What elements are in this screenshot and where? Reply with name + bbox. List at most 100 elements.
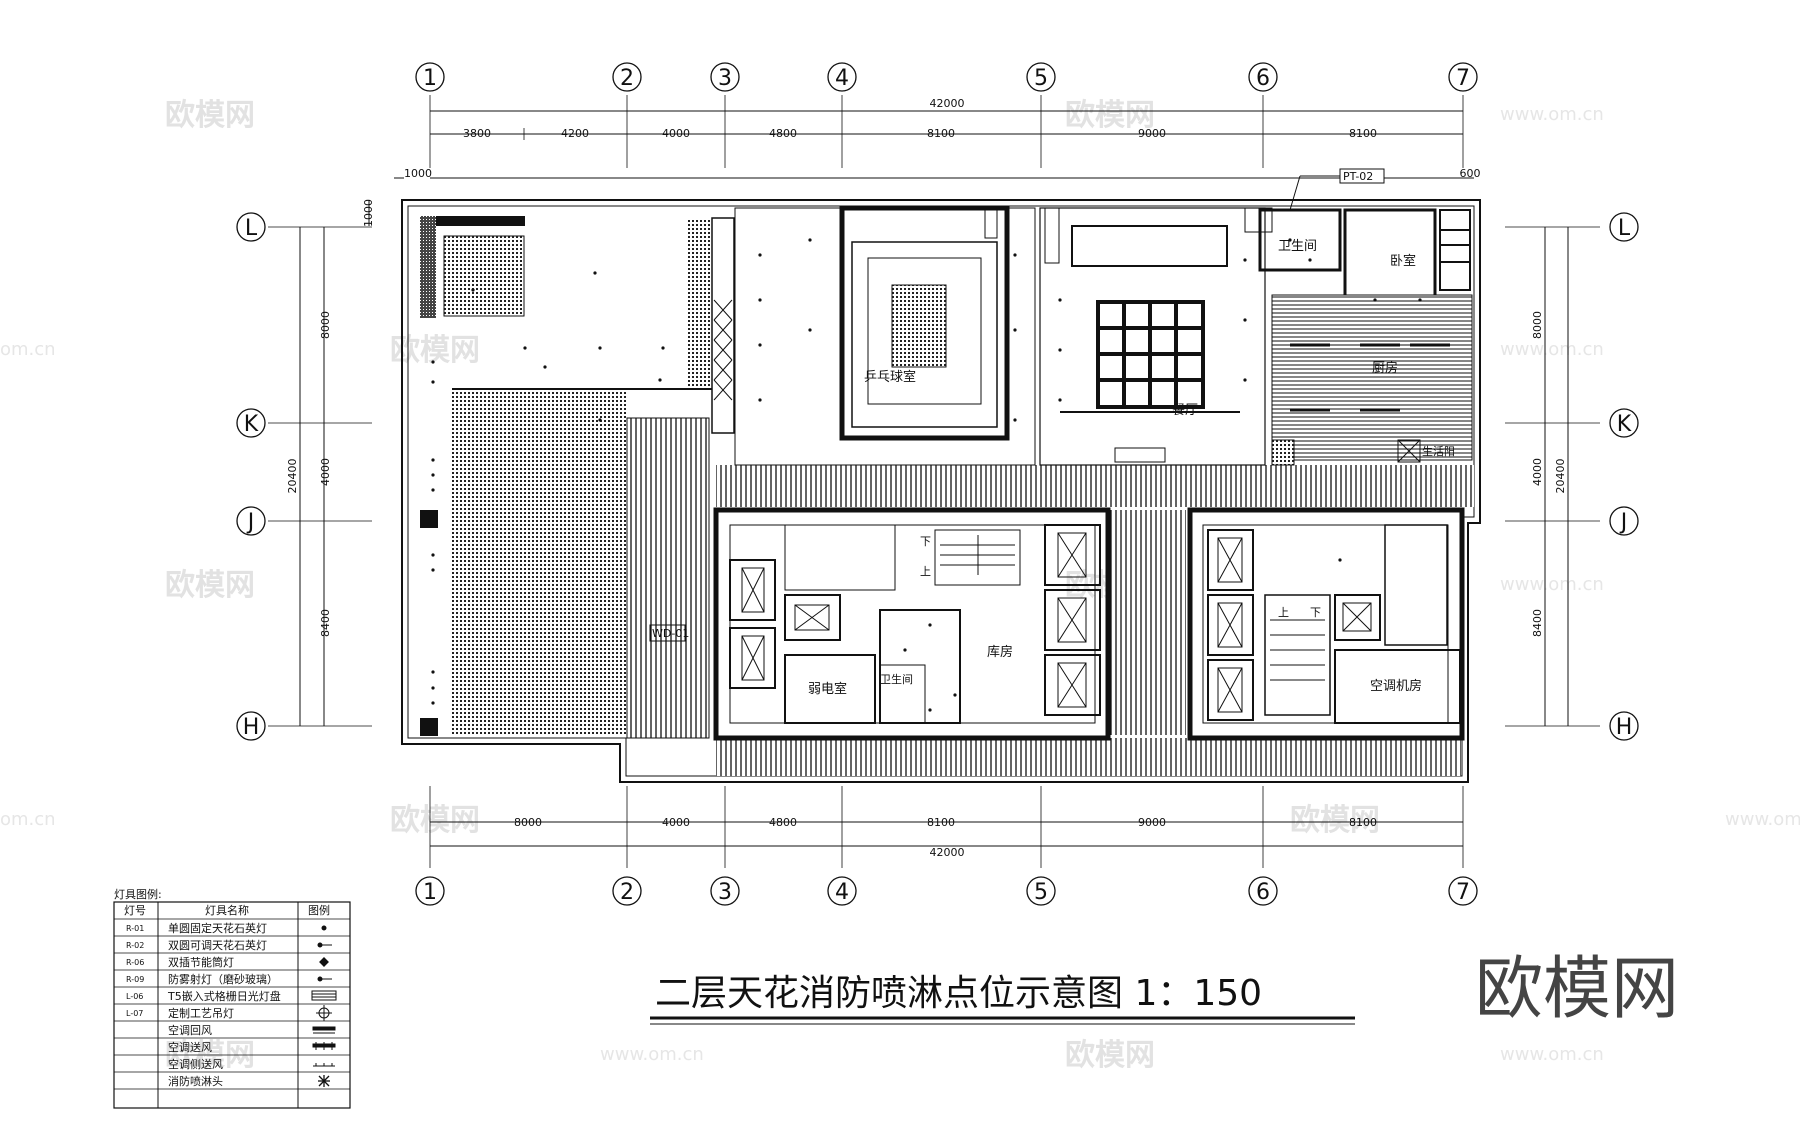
watermark-url: www.om.cn (1725, 809, 1800, 830)
axis-col-label: 4 (835, 880, 849, 905)
watermark-url: www.om.cn (600, 1044, 704, 1065)
legend-name: 防雾射灯（磨砂玻璃） (168, 972, 278, 986)
legend-code: R-01 (126, 924, 144, 933)
legend-name: 双圆可调天花石英灯 (168, 938, 267, 952)
axis-col-label: 3 (718, 880, 732, 905)
legend-code: R-09 (126, 975, 144, 984)
legend-supply-vent-icon (312, 1042, 336, 1050)
watermark-url-partial: om.cn (0, 809, 56, 830)
stair-down-label: 下 (920, 535, 931, 548)
corridor-strips (626, 217, 1474, 776)
axis-row-label: L (245, 216, 258, 241)
axis-row-label: J (1619, 510, 1628, 535)
drawing-title: 二层天花消防喷淋点位示意图 1：150 (650, 973, 1355, 1025)
legend-name: 空调回风 (168, 1023, 212, 1037)
axis-row-label: K (244, 412, 259, 437)
dim-bottom-seg: 9000 (1138, 816, 1166, 829)
legend-grille-box-icon (311, 990, 337, 1001)
stair2-down-label: 下 (1310, 606, 1321, 619)
axis-labels: 1 2 3 4 5 6 7 1 2 3 4 5 6 7 L K J H L K … (243, 66, 1633, 905)
legend-col-icon: 图例 (308, 903, 330, 917)
legend-name: 消防喷淋头 (168, 1074, 223, 1088)
dimension-texts: 42000 3800 4200 4000 4800 8100 9000 8100… (286, 97, 1567, 859)
watermark-url: www.om.cn (1500, 574, 1604, 595)
axis-col-label: 6 (1256, 880, 1270, 905)
axis-col-label: 7 (1456, 66, 1470, 91)
dim-top-seg: 4200 (561, 127, 589, 140)
room-label-weak: 弱电室 (808, 681, 847, 697)
dim-left-seg: 4000 (319, 458, 332, 486)
axis-col-label: 5 (1034, 66, 1048, 91)
core-left-block (649, 507, 1111, 741)
title-text: 二层天花消防喷淋点位示意图 1：150 (655, 973, 1262, 1014)
legend-sprinkler-icon (318, 1075, 330, 1087)
dim-bottom-seg: 8100 (1349, 816, 1377, 829)
watermark-brand: 欧模网 (165, 568, 255, 603)
tag-pt02: PT-02 (1289, 168, 1385, 211)
watermark-brand: 欧模网 (165, 98, 255, 133)
left-zone (420, 216, 712, 736)
brand-watermark-large: 欧模网 (1475, 950, 1679, 1029)
axis-col-label: 1 (423, 66, 437, 91)
pingpong-room (734, 205, 1036, 466)
dim-top-seg: 8100 (1349, 127, 1377, 140)
dim-total-top: 42000 (930, 97, 965, 110)
axis-row-label: H (243, 715, 260, 740)
axis-col-label: 5 (1034, 880, 1048, 905)
dim-small-left-v: 1000 (362, 199, 375, 227)
dim-top-seg: 4800 (769, 127, 797, 140)
dim-left-seg: 8400 (319, 609, 332, 637)
legend-col-code: 灯号 (124, 904, 146, 917)
axis-col-label: 3 (718, 66, 732, 91)
dim-right-total: 20400 (1554, 459, 1567, 494)
watermark-brand: 欧模网 (1290, 803, 1380, 838)
top-right-rooms (1244, 207, 1473, 466)
dim-top-seg: 9000 (1138, 127, 1166, 140)
watermark-url-partial: om.cn (0, 339, 56, 360)
watermark-brand: 欧模网 (1065, 1038, 1155, 1073)
dim-bottom-seg: 4800 (769, 816, 797, 829)
legend-side-vent-icon (313, 1063, 335, 1067)
axis-row-label: L (1618, 216, 1631, 241)
tag-pt02-label: PT-02 (1343, 170, 1373, 183)
core-right-block (1187, 507, 1465, 741)
legend-return-vent-icon (312, 1026, 336, 1034)
dim-small-left: 1000 (404, 167, 432, 180)
legend-code: L-07 (126, 1009, 143, 1018)
axis-grid-lines (268, 95, 1600, 868)
watermark-url: www.om.cn (1500, 104, 1604, 125)
watermark-brand: 欧模网 (1065, 98, 1155, 133)
building-outline (401, 199, 1481, 783)
dim-total-bottom: 42000 (930, 846, 965, 859)
watermark-layer: 欧模网 欧模网 欧模网 欧模网 欧模网 欧模网 欧模网 欧模网 欧模网 www.… (0, 98, 1800, 1073)
dim-right-seg: 8400 (1531, 609, 1544, 637)
legend-heading: 灯具图例: (114, 887, 162, 901)
axis-row-label: K (1617, 412, 1632, 437)
dim-left-seg: 8000 (319, 311, 332, 339)
dim-small-right: 600 (1460, 167, 1481, 180)
sprinkler-points (431, 238, 1422, 712)
legend-name: 空调侧送风 (168, 1057, 223, 1071)
room-label-kitchen: 厨房 (1372, 360, 1398, 376)
dim-bottom-seg: 8100 (927, 816, 955, 829)
watermark-url: www.om.cn (1500, 339, 1604, 360)
dim-bottom-seg: 4000 (662, 816, 690, 829)
legend-code: L-06 (126, 992, 143, 1001)
dim-top-seg: 4000 (662, 127, 690, 140)
stair2-up-label: 上 (1278, 606, 1289, 619)
room-label-wc-mid: 卫生间 (880, 672, 913, 686)
watermark-brand: 欧模网 (390, 803, 480, 838)
axis-col-label: 1 (423, 880, 437, 905)
room-label-pantry: 生活阳 (1422, 444, 1455, 458)
dining-room (1039, 207, 1266, 466)
room-label-wc-top: 卫生间 (1278, 239, 1317, 254)
legend-table: 灯具图例: 灯号 灯具名称 图例 R-01 R-02 R-06 R-09 L-0… (113, 887, 351, 1109)
legend-code: R-06 (126, 958, 144, 967)
stair-up-label: 上 (920, 565, 931, 578)
legend-name: 双插节能筒灯 (168, 955, 234, 969)
axis-col-label: 7 (1456, 880, 1470, 905)
legend-name: T5嵌入式格栅日光灯盘 (167, 989, 281, 1003)
dim-right-seg: 4000 (1531, 458, 1544, 486)
axis-col-label: 4 (835, 66, 849, 91)
